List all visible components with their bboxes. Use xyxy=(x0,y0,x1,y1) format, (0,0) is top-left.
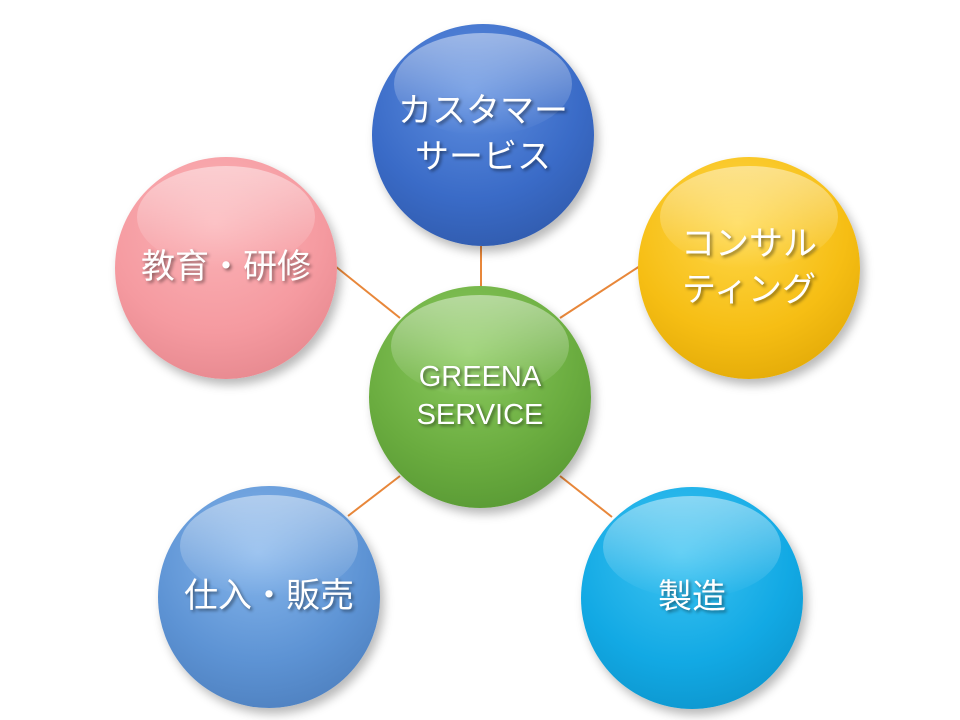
purchase-sales-node: 仕入・販売 xyxy=(158,486,380,708)
center-label: GREENA SERVICE xyxy=(416,361,544,431)
consulting-label: コンサル ティング xyxy=(681,224,817,310)
education-training-label: 教育・研修 xyxy=(141,247,311,288)
connector-education-training xyxy=(334,265,401,319)
purchase-sales-label: 仕入・販売 xyxy=(184,576,354,617)
connector-purchase-sales xyxy=(347,475,401,517)
education-training-node: 教育・研修 xyxy=(115,157,337,379)
center-node: GREENA SERVICE xyxy=(369,286,591,508)
customer-service-label: カスタマー サービス xyxy=(398,91,568,177)
customer-service-node: カスタマー サービス xyxy=(372,24,594,246)
manufacturing-node: 製造 xyxy=(581,487,803,709)
consulting-node: コンサル ティング xyxy=(638,157,860,379)
connector-consulting xyxy=(559,265,641,319)
manufacturing-label: 製造 xyxy=(658,577,726,618)
connector-manufacturing xyxy=(559,475,613,518)
